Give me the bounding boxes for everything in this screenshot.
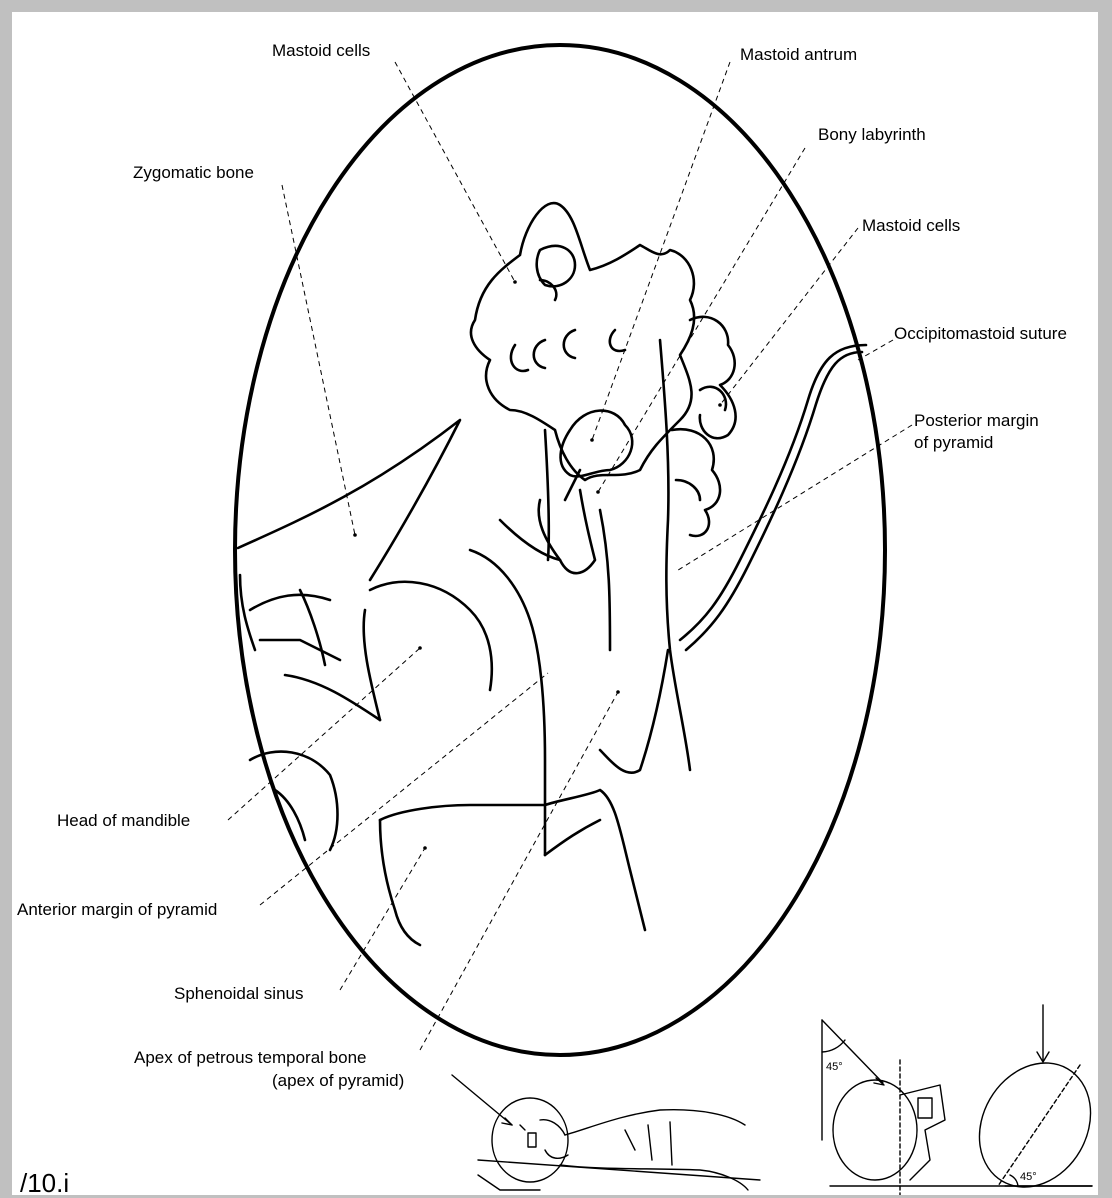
label-anterior-margin: Anterior margin of pyramid <box>17 900 217 919</box>
zygomatic-bone-sketch <box>238 420 460 580</box>
label-mastoid-antrum: Mastoid antrum <box>740 45 857 64</box>
label-posterior-margin-2: of pyramid <box>914 433 993 452</box>
label-zygomatic-bone: Zygomatic bone <box>133 163 254 182</box>
label-apex-2: (apex of pyramid) <box>272 1071 404 1090</box>
label-sphenoidal-sinus: Sphenoidal sinus <box>174 984 303 1003</box>
positioning-diagram: 45° 45° <box>822 1005 1112 1195</box>
angle-label-left: 45° <box>826 1061 843 1073</box>
sphenoidal-sinus-sketch <box>380 790 645 930</box>
label-apex: Apex of petrous temporal bone <box>134 1048 366 1067</box>
figure-caption: /10.i <box>20 1170 69 1196</box>
label-posterior-margin: Posterior margin <box>914 411 1039 430</box>
label-head-of-mandible: Head of mandible <box>57 811 190 830</box>
radiograph-sketch <box>238 203 866 945</box>
label-mastoid-cells-right: Mastoid cells <box>862 216 960 235</box>
patient-supine-illustration <box>452 1075 760 1190</box>
radiograph-oval <box>235 45 885 1055</box>
leader-lines <box>228 62 912 1050</box>
angle-label-right: 45° <box>1020 1171 1037 1183</box>
label-bony-labyrinth: Bony labyrinth <box>818 125 926 144</box>
head-of-mandible-sketch <box>370 582 492 690</box>
label-occipitomastoid-suture: Occipitomastoid suture <box>894 324 1067 343</box>
label-mastoid-cells-top: Mastoid cells <box>272 41 370 60</box>
